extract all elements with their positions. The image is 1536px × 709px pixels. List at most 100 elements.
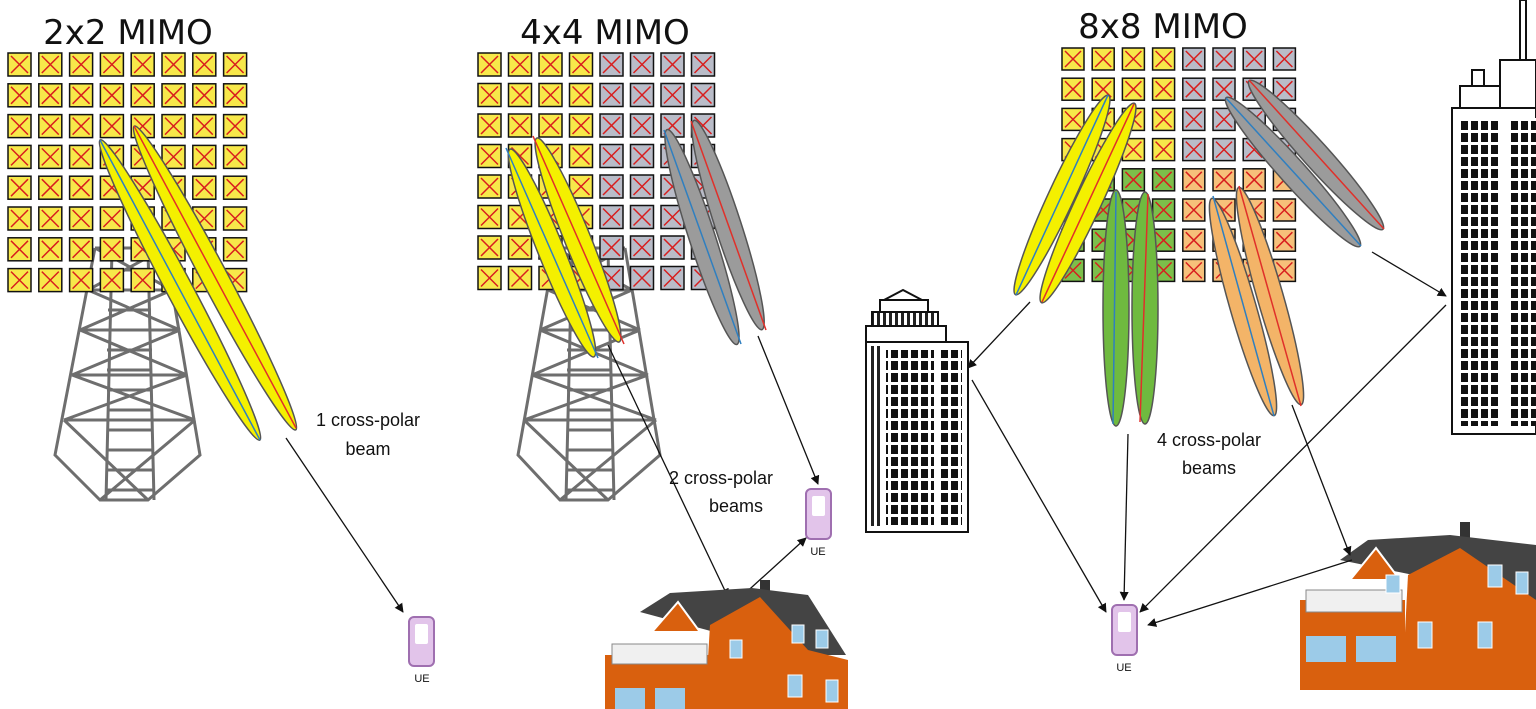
cross-polar-element-icon bbox=[541, 116, 560, 135]
cross-polar-beam-icon bbox=[1208, 185, 1305, 417]
cross-polar-element-icon bbox=[195, 178, 214, 197]
cross-polar-element-icon bbox=[571, 85, 591, 105]
cross-polar-element-icon bbox=[10, 178, 29, 197]
cross-polar-element-icon bbox=[1185, 171, 1203, 189]
cross-polar-element-icon bbox=[10, 86, 29, 105]
cross-polar-element-icon bbox=[226, 147, 245, 166]
cross-polar-element-icon bbox=[72, 178, 91, 197]
cross-polar-element-icon bbox=[480, 268, 499, 288]
beam-label-2: beams bbox=[1182, 458, 1236, 478]
cross-polar-element-icon bbox=[1185, 141, 1203, 159]
cross-polar-element-icon bbox=[10, 209, 29, 228]
cross-polar-element-icon bbox=[226, 209, 245, 228]
cross-polar-element-icon bbox=[72, 117, 91, 136]
cross-polar-element-icon bbox=[72, 55, 91, 74]
beam-label: 4 cross-polar bbox=[1157, 430, 1261, 450]
cross-polar-element-icon bbox=[1155, 141, 1173, 159]
cross-polar-element-icon bbox=[1275, 50, 1293, 68]
cross-polar-beam-icon bbox=[505, 135, 625, 359]
cross-polar-element-icon bbox=[632, 146, 652, 166]
cross-polar-element-icon bbox=[41, 178, 60, 197]
cross-polar-element-icon bbox=[10, 55, 29, 74]
cross-polar-element-icon bbox=[1124, 80, 1142, 98]
cross-polar-element-icon bbox=[602, 55, 621, 74]
cross-polar-element-icon bbox=[571, 177, 591, 196]
cross-polar-element-icon bbox=[1275, 261, 1293, 279]
cross-polar-element-icon bbox=[1185, 110, 1203, 128]
cross-polar-element-icon bbox=[1155, 171, 1173, 189]
house-icon bbox=[605, 580, 848, 709]
cross-polar-element-icon bbox=[632, 207, 652, 227]
cross-polar-element-icon bbox=[602, 207, 621, 227]
cross-polar-element-icon bbox=[693, 55, 713, 74]
cross-polar-element-icon bbox=[571, 146, 591, 166]
house-icon bbox=[1300, 522, 1536, 690]
panel-8x8: 8x8 MIMO 4 cross bbox=[865, 0, 1536, 690]
cross-polar-element-icon bbox=[663, 268, 682, 288]
cross-polar-element-icon bbox=[1215, 110, 1233, 128]
cross-polar-beam-icon bbox=[98, 125, 298, 441]
cross-polar-element-icon bbox=[480, 146, 499, 166]
cross-polar-element-icon bbox=[10, 271, 29, 290]
cross-polar-element-icon bbox=[72, 271, 91, 290]
cross-polar-element-icon bbox=[510, 85, 530, 105]
cross-polar-element-icon bbox=[102, 86, 121, 105]
cross-polar-element-icon bbox=[571, 116, 591, 135]
cross-polar-element-icon bbox=[1155, 80, 1173, 98]
cross-polar-element-icon bbox=[195, 147, 214, 166]
cross-polar-element-icon bbox=[102, 271, 121, 290]
cross-polar-element-icon bbox=[226, 178, 245, 197]
panel-title: 2x2 MIMO bbox=[43, 13, 213, 53]
panel-2x2: 2x2 MIMO 1 cross-polar beam UE bbox=[7, 13, 435, 685]
cross-polar-element-icon bbox=[632, 177, 652, 196]
cross-polar-element-icon bbox=[102, 240, 121, 259]
cross-polar-element-icon bbox=[133, 271, 152, 290]
cross-polar-element-icon bbox=[602, 116, 621, 135]
cross-polar-element-icon bbox=[41, 271, 60, 290]
cross-polar-beam-icon bbox=[1102, 189, 1159, 427]
cross-polar-element-icon bbox=[1124, 141, 1142, 159]
panel-4x4: 4x4 MIMO 2 cross-polar beams bbox=[477, 13, 848, 709]
cross-polar-element-icon bbox=[632, 55, 652, 74]
beam-label-2: beam bbox=[345, 439, 390, 459]
cross-polar-element-icon bbox=[1185, 80, 1203, 98]
cross-polar-element-icon bbox=[10, 117, 29, 136]
link-arrow bbox=[285, 437, 404, 613]
link-arrow bbox=[607, 344, 729, 598]
cross-polar-element-icon bbox=[541, 85, 560, 105]
cross-polar-element-icon bbox=[72, 240, 91, 259]
cross-polar-element-icon bbox=[195, 86, 214, 105]
cross-polar-element-icon bbox=[510, 116, 530, 135]
cross-polar-element-icon bbox=[133, 55, 152, 74]
panel-title: 4x4 MIMO bbox=[520, 13, 690, 53]
cross-polar-element-icon bbox=[510, 268, 530, 288]
cross-polar-element-icon bbox=[1215, 50, 1233, 68]
cross-polar-element-icon bbox=[72, 86, 91, 105]
beam-label-2: beams bbox=[709, 496, 763, 516]
cross-polar-element-icon bbox=[632, 116, 652, 135]
cross-polar-element-icon bbox=[41, 117, 60, 136]
cross-polar-element-icon bbox=[226, 240, 245, 259]
cross-polar-element-icon bbox=[1064, 50, 1082, 68]
cross-polar-element-icon bbox=[1155, 201, 1173, 219]
cross-polar-element-icon bbox=[1185, 231, 1203, 249]
cross-polar-element-icon bbox=[602, 85, 621, 105]
cross-polar-element-icon bbox=[1185, 201, 1203, 219]
cross-polar-element-icon bbox=[102, 117, 121, 136]
cross-polar-element-icon bbox=[226, 86, 245, 105]
cross-polar-element-icon bbox=[1185, 50, 1203, 68]
cross-polar-element-icon bbox=[41, 86, 60, 105]
cross-polar-element-icon bbox=[41, 147, 60, 166]
ue-phone-icon bbox=[1111, 604, 1138, 656]
ue-phone-icon bbox=[408, 616, 435, 667]
cross-polar-element-icon bbox=[1155, 110, 1173, 128]
beam-label: 2 cross-polar bbox=[669, 468, 773, 488]
skyscraper-icon bbox=[1451, 0, 1536, 435]
cross-polar-element-icon bbox=[226, 55, 245, 74]
cross-polar-element-icon bbox=[102, 209, 121, 228]
cross-polar-element-icon bbox=[571, 55, 591, 74]
cross-polar-element-icon bbox=[1275, 80, 1293, 98]
cross-polar-element-icon bbox=[41, 240, 60, 259]
cross-polar-element-icon bbox=[693, 85, 713, 105]
